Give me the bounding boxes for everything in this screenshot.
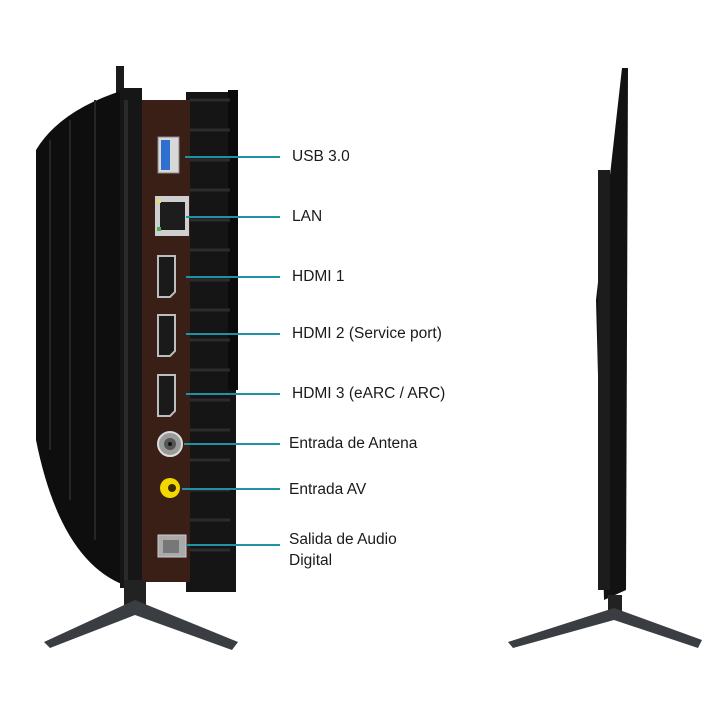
- label-hdmi-3: HDMI 3 (eARC / ARC): [292, 385, 446, 402]
- label-optical-line-1: Salida de Audio: [289, 531, 397, 548]
- label-hdmi-2: HDMI 2 (Service port): [292, 325, 442, 342]
- label-usb: USB 3.0: [292, 148, 350, 165]
- hdmi-1-port-icon: [157, 255, 176, 298]
- label-antenna: Entrada de Antena: [289, 435, 418, 452]
- label-lan: LAN: [292, 208, 323, 225]
- hdmi-3-port-icon: [157, 374, 176, 417]
- antenna-port-icon: [157, 431, 183, 457]
- tv-side-view: [508, 68, 702, 648]
- label-hdmi-1: HDMI 1: [292, 268, 345, 285]
- leader-lines: [182, 156, 280, 546]
- usb-port-icon: [157, 136, 180, 174]
- label-av: Entrada AV: [289, 481, 367, 498]
- lan-port-icon: [155, 196, 189, 236]
- hdmi-2-port-icon: [157, 314, 176, 357]
- optical-port-icon: [157, 534, 187, 558]
- label-optical-line-2: Digital: [289, 552, 333, 569]
- tv-rear-view: [36, 66, 238, 650]
- label-optical: Salida de Audio Digital: [289, 529, 397, 571]
- av-port-icon: [160, 478, 180, 498]
